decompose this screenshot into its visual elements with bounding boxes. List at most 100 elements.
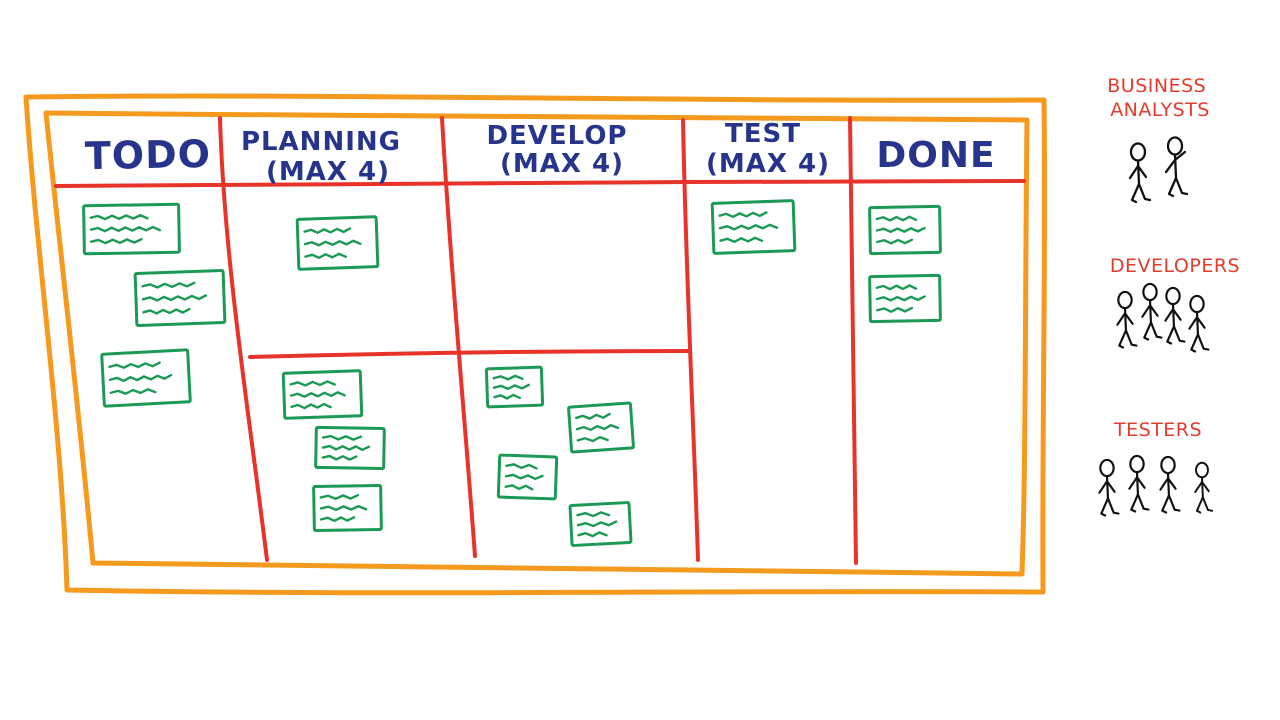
column-header-planning-line-2: (MAX 4) [266,157,390,187]
task-card-outline [496,453,559,501]
role-label-developers-line: DEVELOPERS [1110,255,1240,277]
task-card-text-scribble [875,284,918,291]
task-card-text-scribble [576,520,618,528]
people-layer [1098,136,1214,517]
task-card-todo[interactable] [133,269,227,327]
role-label-developers: DEVELOPERS [1110,255,1240,277]
task-card-develop[interactable] [496,453,559,501]
task-card-test[interactable] [710,199,797,255]
task-card-text-scribble [289,380,336,387]
role-label-testers-line: TESTERS [1113,419,1202,441]
person-figure-icon [1098,458,1120,517]
task-card-text-scribble [719,236,764,244]
task-card-text-scribble [319,504,368,512]
task-card-planning[interactable] [281,369,364,420]
task-card-text-scribble [876,306,914,313]
column-header-develop-line-1: DEVELOP [486,121,627,151]
task-card-text-scribble [505,463,538,470]
people-group-business-analysts [1128,136,1189,204]
task-card-text-scribble [875,295,926,302]
task-card-develop[interactable] [568,501,633,547]
task-card-text-scribble [90,238,143,245]
task-card-text-scribble [89,213,149,221]
task-card-text-scribble [303,227,352,235]
task-card-todo[interactable] [82,202,181,256]
task-card-text-scribble [875,215,918,222]
task-card-develop[interactable] [567,401,635,454]
person-figure-icon [1159,455,1181,514]
task-card-text-scribble [577,531,608,538]
task-card-text-scribble [504,473,544,481]
task-card-text-scribble [109,388,157,395]
person-figure-icon [1188,294,1210,353]
task-card-text-scribble [875,226,926,234]
task-card-text-scribble [575,423,620,432]
column-divider-4 [848,116,858,565]
task-card-text-scribble [493,393,521,400]
person-figure-icon [1141,282,1163,341]
header-divider-line [54,179,1026,188]
task-card-text-scribble [504,484,534,491]
role-label-business-analysts-line-1: BUSINESS [1107,75,1206,97]
task-card-text-scribble [89,225,162,233]
task-card-done[interactable] [868,273,942,324]
people-group-testers [1098,454,1214,517]
wip-split-line [248,349,692,359]
task-card-todo[interactable] [100,348,192,408]
board-frame-outer [23,93,1048,596]
column-header-test-line-2: (MAX 4) [706,149,830,179]
column-header-done-line: DONE [876,135,995,176]
column-header-test-line-1: TEST [725,119,801,149]
column-header-test: TEST (MAX 4) [706,119,830,179]
task-card-text-scribble [718,211,768,219]
task-card-text-scribble [304,252,347,260]
task-card-text-scribble [492,383,531,391]
task-card-text-scribble [492,374,524,381]
column-header-todo: TODO [84,132,211,178]
person-figure-icon [1128,142,1152,204]
column-header-done: DONE [876,135,995,176]
board-frame-inner [43,110,1030,577]
person-figure-icon [1164,286,1186,345]
task-card-planning[interactable] [312,483,383,533]
person-figure-icon [1128,454,1150,513]
task-card-text-scribble [576,511,611,518]
task-card-text-scribble [321,444,371,452]
role-label-testers: TESTERS [1113,419,1202,441]
task-card-text-scribble [319,516,356,523]
task-card-text-scribble [321,454,358,461]
task-card-text-scribble [290,402,332,410]
person-figure-icon [1164,136,1189,198]
column-header-planning-line-1: PLANNING [241,127,401,157]
task-card-planning[interactable] [295,215,380,271]
task-card-text-scribble [718,223,779,231]
task-card-text-scribble [142,307,191,315]
task-card-develop[interactable] [484,365,545,409]
column-divider-3 [681,118,700,562]
column-header-todo-line: TODO [84,132,211,178]
task-card-text-scribble [141,294,208,302]
task-card-planning[interactable] [314,425,386,471]
task-card-text-scribble [108,373,173,383]
task-card-text-scribble [575,412,611,420]
task-card-text-scribble [576,435,609,443]
cards-layer [82,199,942,547]
role-label-business-analysts-line-2: ANALYSTS [1110,99,1210,121]
role-label-business-analysts: BUSINESS ANALYSTS [1107,75,1213,121]
task-card-done[interactable] [868,204,942,256]
task-card-text-scribble [321,434,363,441]
task-card-text-scribble [876,238,914,245]
column-header-planning: PLANNING (MAX 4) [241,127,411,187]
person-figure-icon [1194,461,1214,514]
column-divider-2 [440,116,477,558]
task-card-text-scribble [141,281,196,289]
column-divider-1 [218,116,269,562]
task-card-text-scribble [319,494,360,501]
column-header-develop-line-2: (MAX 4) [500,149,624,179]
people-group-developers [1116,282,1210,353]
column-header-develop: DEVELOP (MAX 4) [486,121,637,179]
task-card-text-scribble [289,391,346,399]
task-card-text-scribble [303,239,362,247]
task-card-text-scribble [108,361,161,370]
